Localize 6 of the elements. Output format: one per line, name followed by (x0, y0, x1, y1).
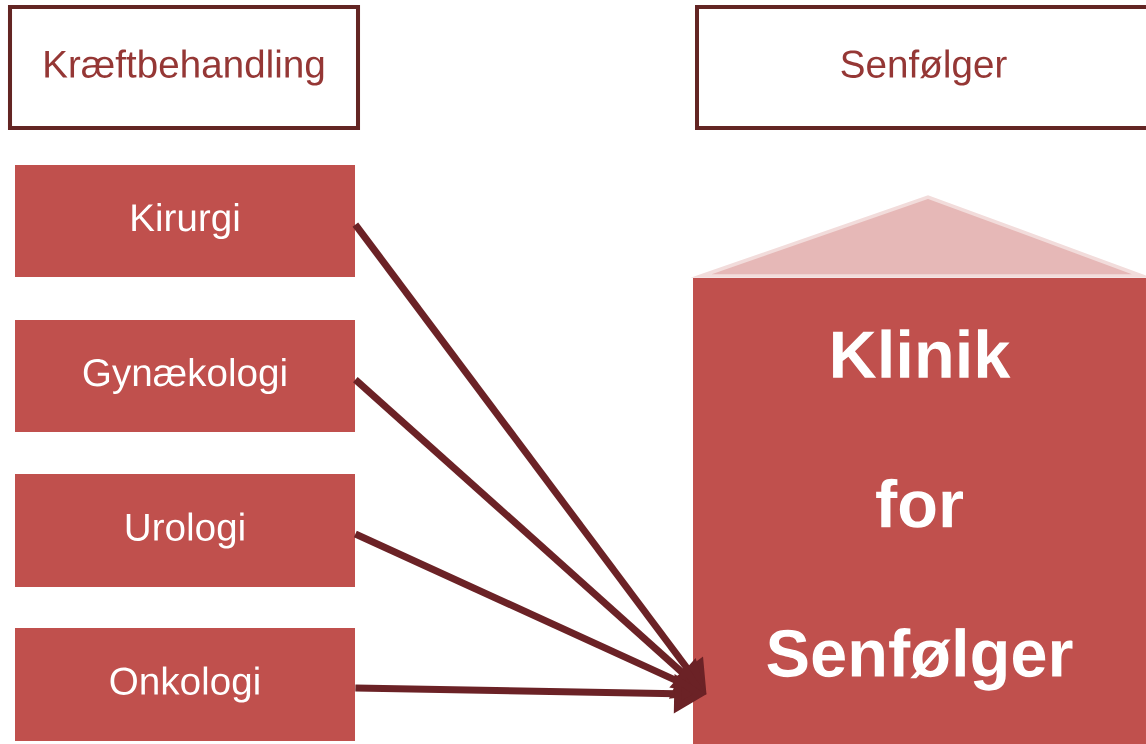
department-box: Gynækologi (15, 320, 355, 432)
heading-box: Senfølger (695, 5, 1146, 131)
department-box: Urologi (15, 474, 355, 587)
department-box: Kirurgi (15, 165, 355, 277)
heading-box: Kræftbehandling (8, 5, 361, 131)
department-box: Onkologi (15, 628, 355, 741)
